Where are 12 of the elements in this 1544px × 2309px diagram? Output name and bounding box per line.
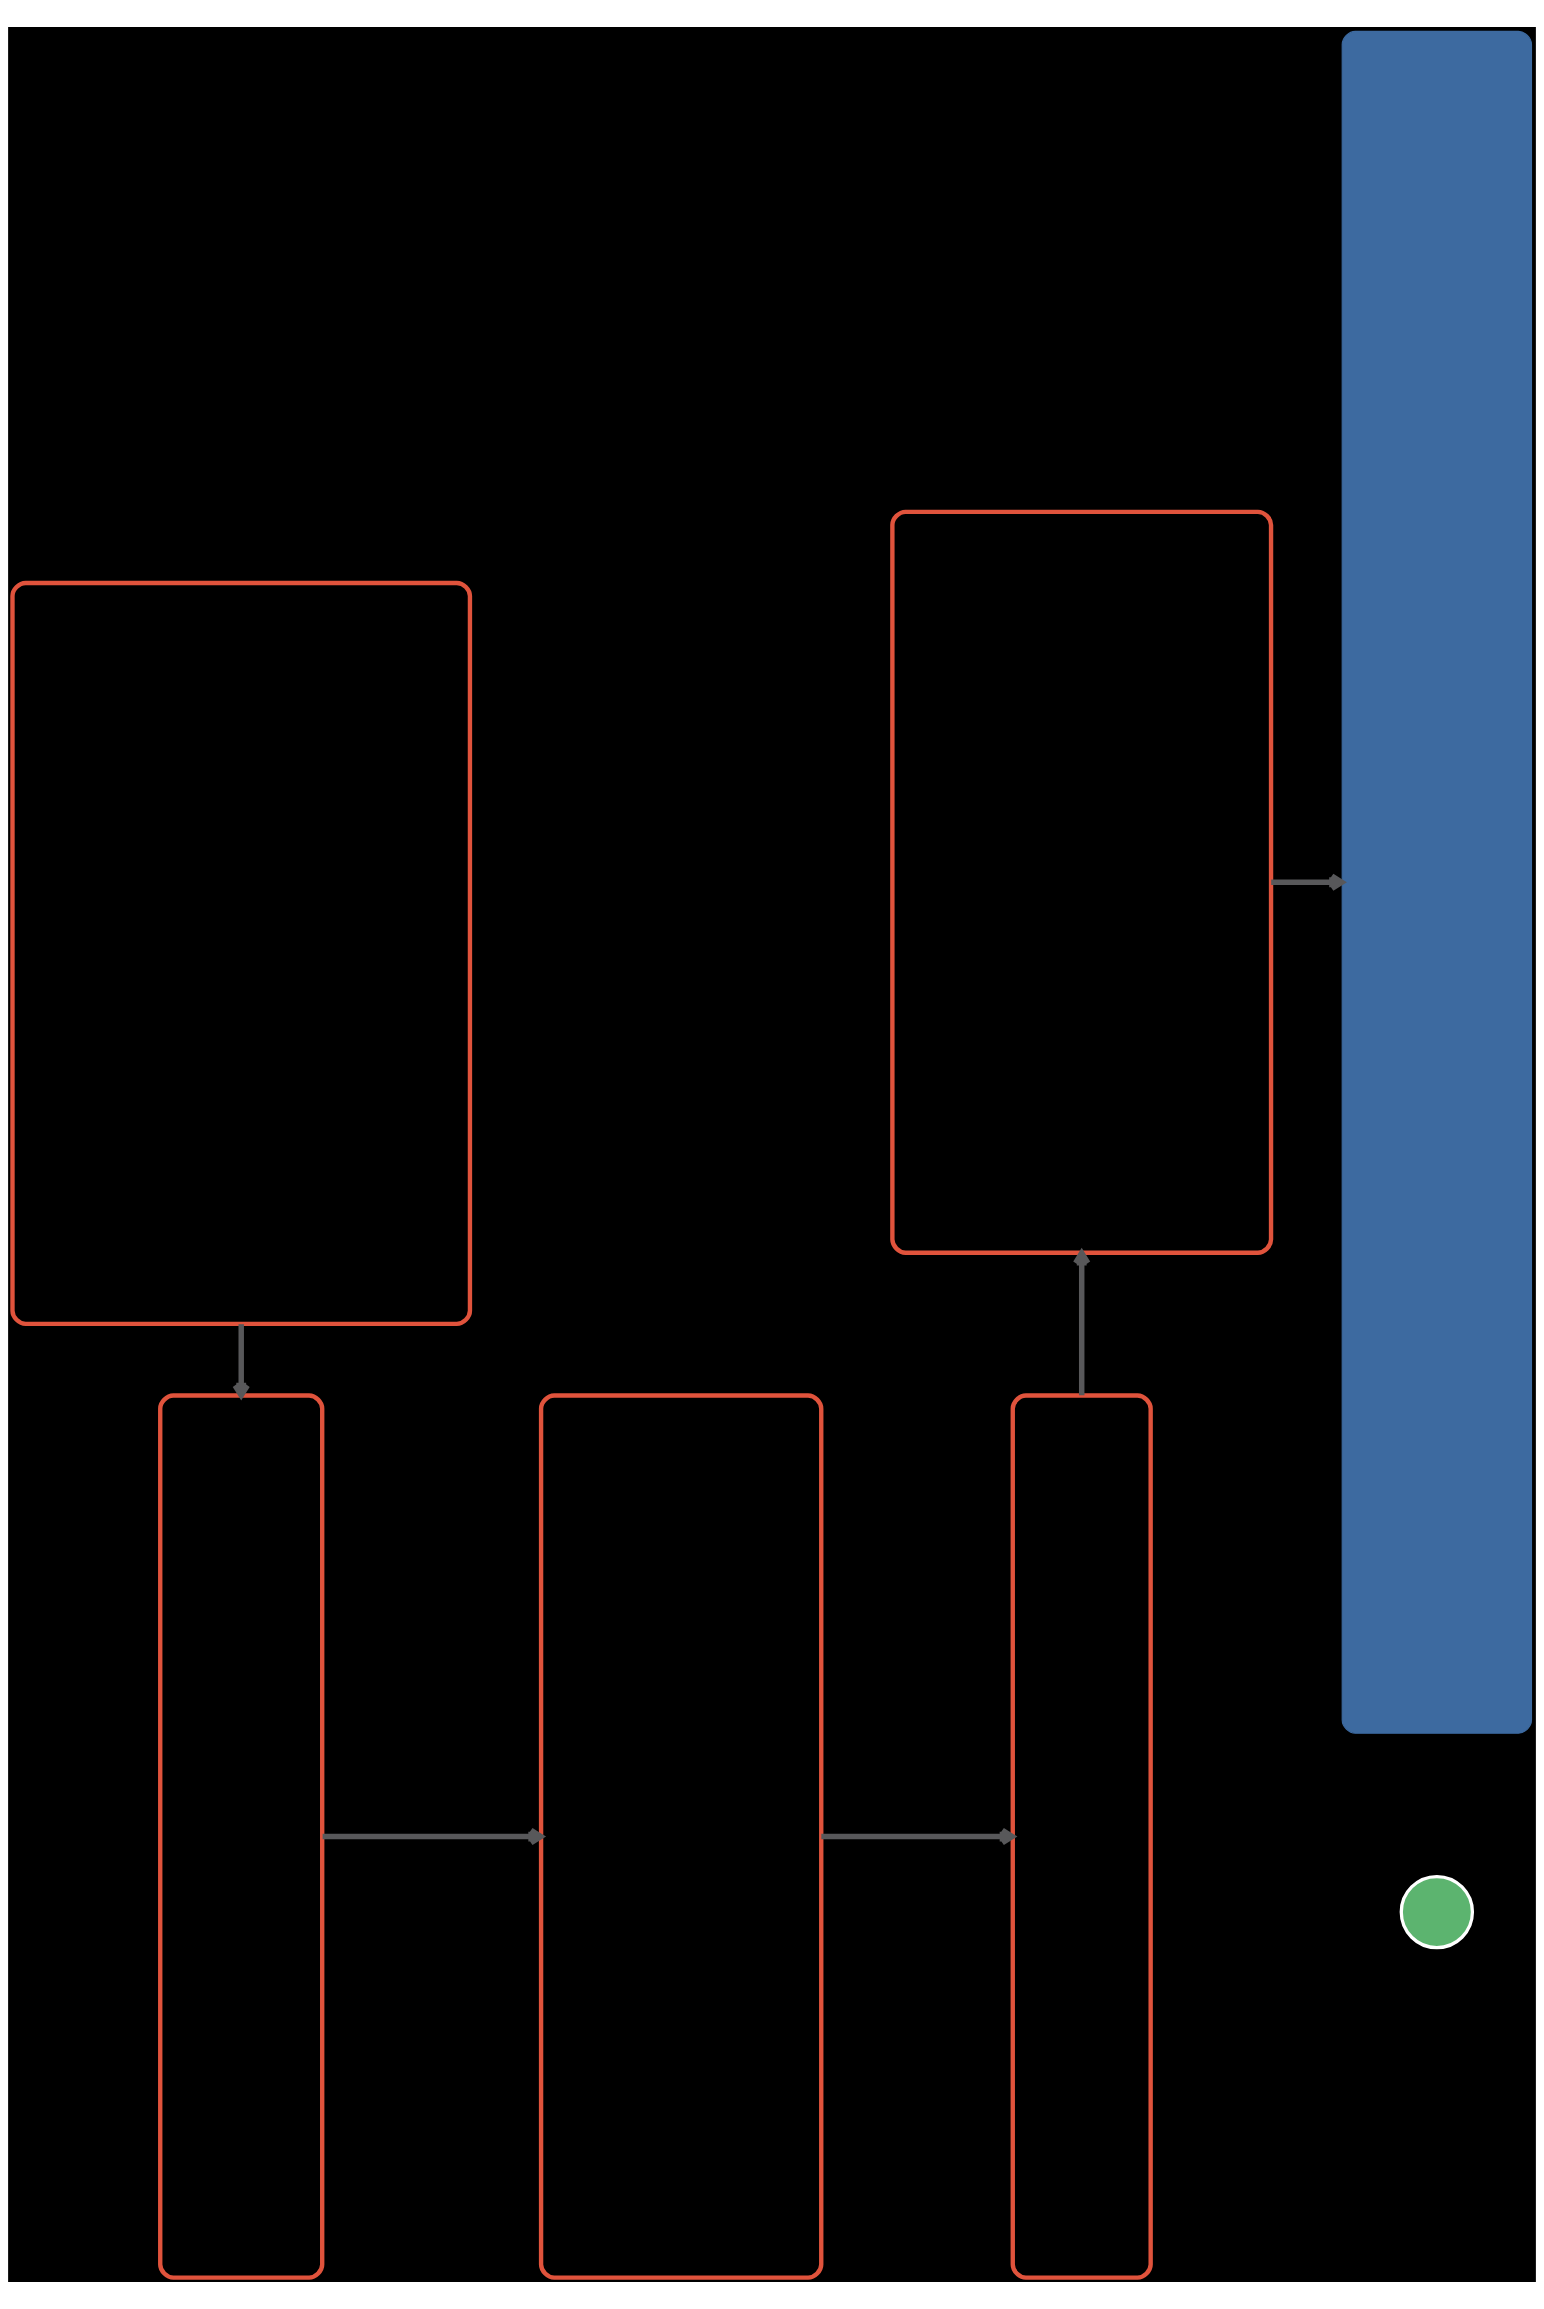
node-bar	[1341, 30, 1533, 1734]
node-box	[10, 580, 473, 1327]
node-box	[158, 1393, 325, 2280]
node-box	[1010, 1393, 1153, 2280]
arrow	[1271, 873, 1345, 892]
node-circle	[1399, 1874, 1475, 1950]
arrow	[322, 1827, 544, 1846]
arrow	[232, 1324, 251, 1399]
arrow	[1072, 1250, 1091, 1396]
arrow	[821, 1827, 1016, 1846]
node-box	[538, 1393, 824, 2280]
node-box	[890, 509, 1274, 1255]
